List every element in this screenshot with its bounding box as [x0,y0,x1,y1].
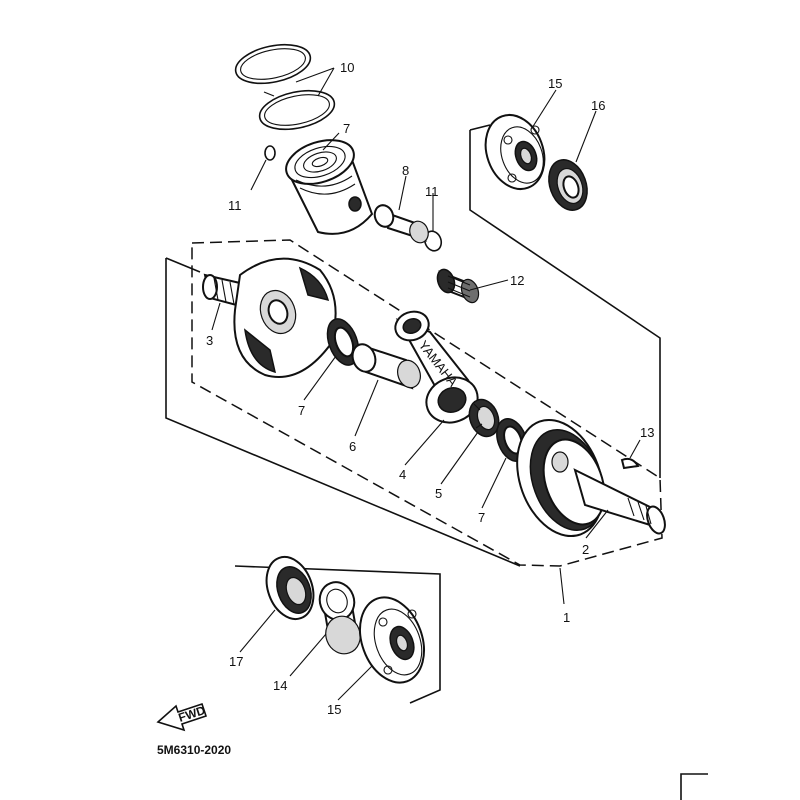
small-end-bearing [436,268,480,304]
leader-lines [211,67,641,701]
big-end-bearing [468,398,500,438]
spacer [318,581,361,655]
woodruff-key [620,457,640,470]
oil-seal-lower [265,556,315,620]
piston-pin [373,204,429,244]
callout-8: 7 [343,121,350,136]
callout-14: 14 [273,678,287,693]
main-bearing-upper [484,114,546,190]
callout-2: 2 [582,542,589,557]
callout-12: 12 [510,273,524,288]
callout-9: 8 [402,163,409,178]
callout-3: 3 [206,333,213,348]
callout-5: 5 [435,486,442,501]
callout-16: 16 [591,98,605,113]
corner-mark [680,773,708,800]
piston-pin-clip-right [423,230,443,252]
callout-1: 1 [563,610,570,625]
crank-left [202,257,337,378]
oil-seal-upper [548,159,588,211]
callout-11-right: 11 [425,184,439,199]
callout-11-left: 11 [228,198,242,213]
crank-right [516,418,666,538]
callout-labels: 10 7 11 8 11 12 15 16 3 7 6 4 5 7 2 13 1… [206,60,654,717]
piston [285,139,374,235]
callout-17: 17 [229,654,243,669]
callout-7-left: 7 [298,403,305,418]
crank-pin [351,343,421,390]
callout-15-upper: 15 [548,76,562,91]
callout-10: 10 [340,60,354,75]
thrust-washer-left [326,318,360,366]
main-bearing-lower [359,596,425,684]
fwd-label: FWD [177,703,208,725]
forward-arrow: FWD [156,702,208,732]
callout-7-right: 7 [478,510,485,525]
callout-13: 13 [640,425,654,440]
callout-4: 4 [399,467,406,482]
piston-pin-clip-left [264,145,276,161]
crankshaft-assembly-outline [165,124,663,704]
callout-15-lower: 15 [327,702,341,717]
piston-rings [234,43,336,131]
drawing-code: 5M6310-2020 [157,743,231,757]
callout-6: 6 [349,439,356,454]
